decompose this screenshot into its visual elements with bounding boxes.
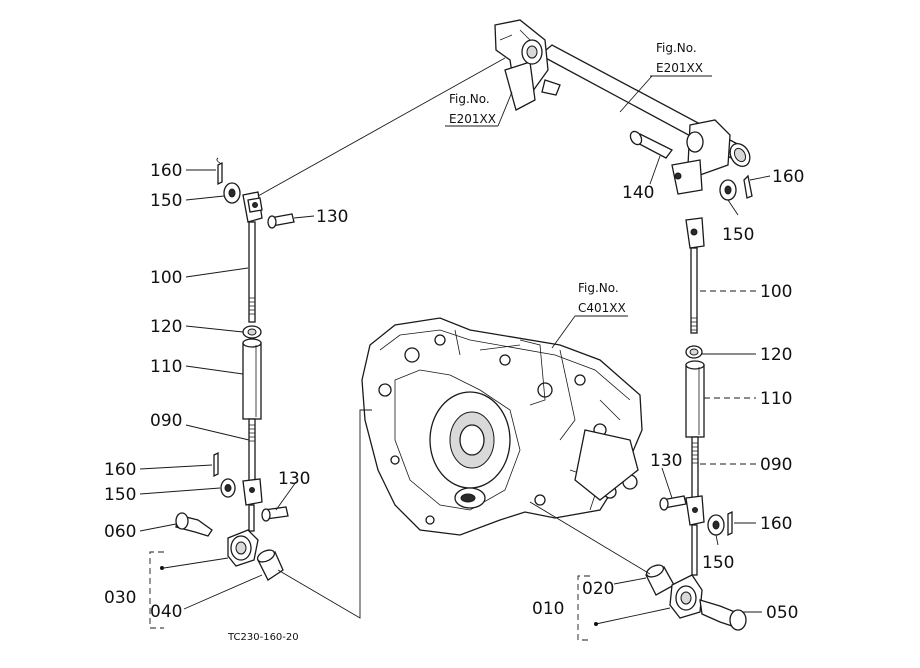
label-040: 040	[150, 602, 182, 622]
ref-top-right-line2: E201XX	[656, 61, 703, 75]
label-060: 060	[104, 522, 136, 542]
label-140: 140	[622, 183, 654, 203]
ref-top-right-line1: Fig.No.	[656, 41, 697, 55]
label-050: 050	[766, 603, 798, 623]
label-160-upper-right: 160	[772, 167, 804, 187]
label-160-upper-left: 160	[150, 161, 182, 181]
leader-lines	[139, 57, 771, 641]
label-090-left: 090	[150, 411, 182, 431]
reference-labels: Fig.No. E201XX Fig.No. E201XX Fig.No. C4…	[449, 41, 703, 315]
label-150-lower-left: 150	[104, 485, 136, 505]
label-150-upper-left: 150	[150, 191, 182, 211]
ref-housing-line2: C401XX	[578, 301, 626, 315]
label-030: 030	[104, 588, 136, 608]
label-010: 010	[532, 599, 564, 619]
shift-shaft-assembly	[494, 19, 751, 249]
label-100-right: 100	[760, 282, 792, 302]
label-130-lower-left: 130	[278, 469, 310, 489]
transmission-housing	[361, 317, 643, 536]
label-130-right: 130	[650, 451, 682, 471]
right-part-labels: 140 160 150 100 120 110 130 090 160 150 …	[532, 167, 804, 626]
label-150-upper-right: 150	[722, 225, 754, 245]
label-010-dot	[594, 622, 598, 626]
ref-top-left-line1: Fig.No.	[449, 92, 490, 106]
figure-code: TC230-160-20	[227, 632, 299, 643]
label-020: 020	[582, 579, 614, 599]
label-120-left: 120	[150, 317, 182, 337]
label-030-dot-top	[160, 566, 164, 570]
label-100-left: 100	[150, 268, 182, 288]
left-rod-assembly	[175, 157, 295, 581]
ref-top-left-line2: E201XX	[449, 112, 496, 126]
label-110-right: 110	[760, 389, 792, 409]
label-110-left: 110	[150, 357, 182, 377]
label-150-lower-right: 150	[702, 553, 734, 573]
right-rod-assembly	[645, 174, 753, 631]
label-130-upper-left: 130	[316, 207, 348, 227]
label-160-lower-right: 160	[760, 514, 792, 534]
label-160-lower-left: 160	[104, 460, 136, 480]
label-120-right: 120	[760, 345, 792, 365]
ref-housing-line1: Fig.No.	[578, 281, 619, 295]
left-part-labels: 160 150 130 100 120 110 090 160 150 130 …	[104, 161, 348, 622]
label-090-right: 090	[760, 455, 792, 475]
